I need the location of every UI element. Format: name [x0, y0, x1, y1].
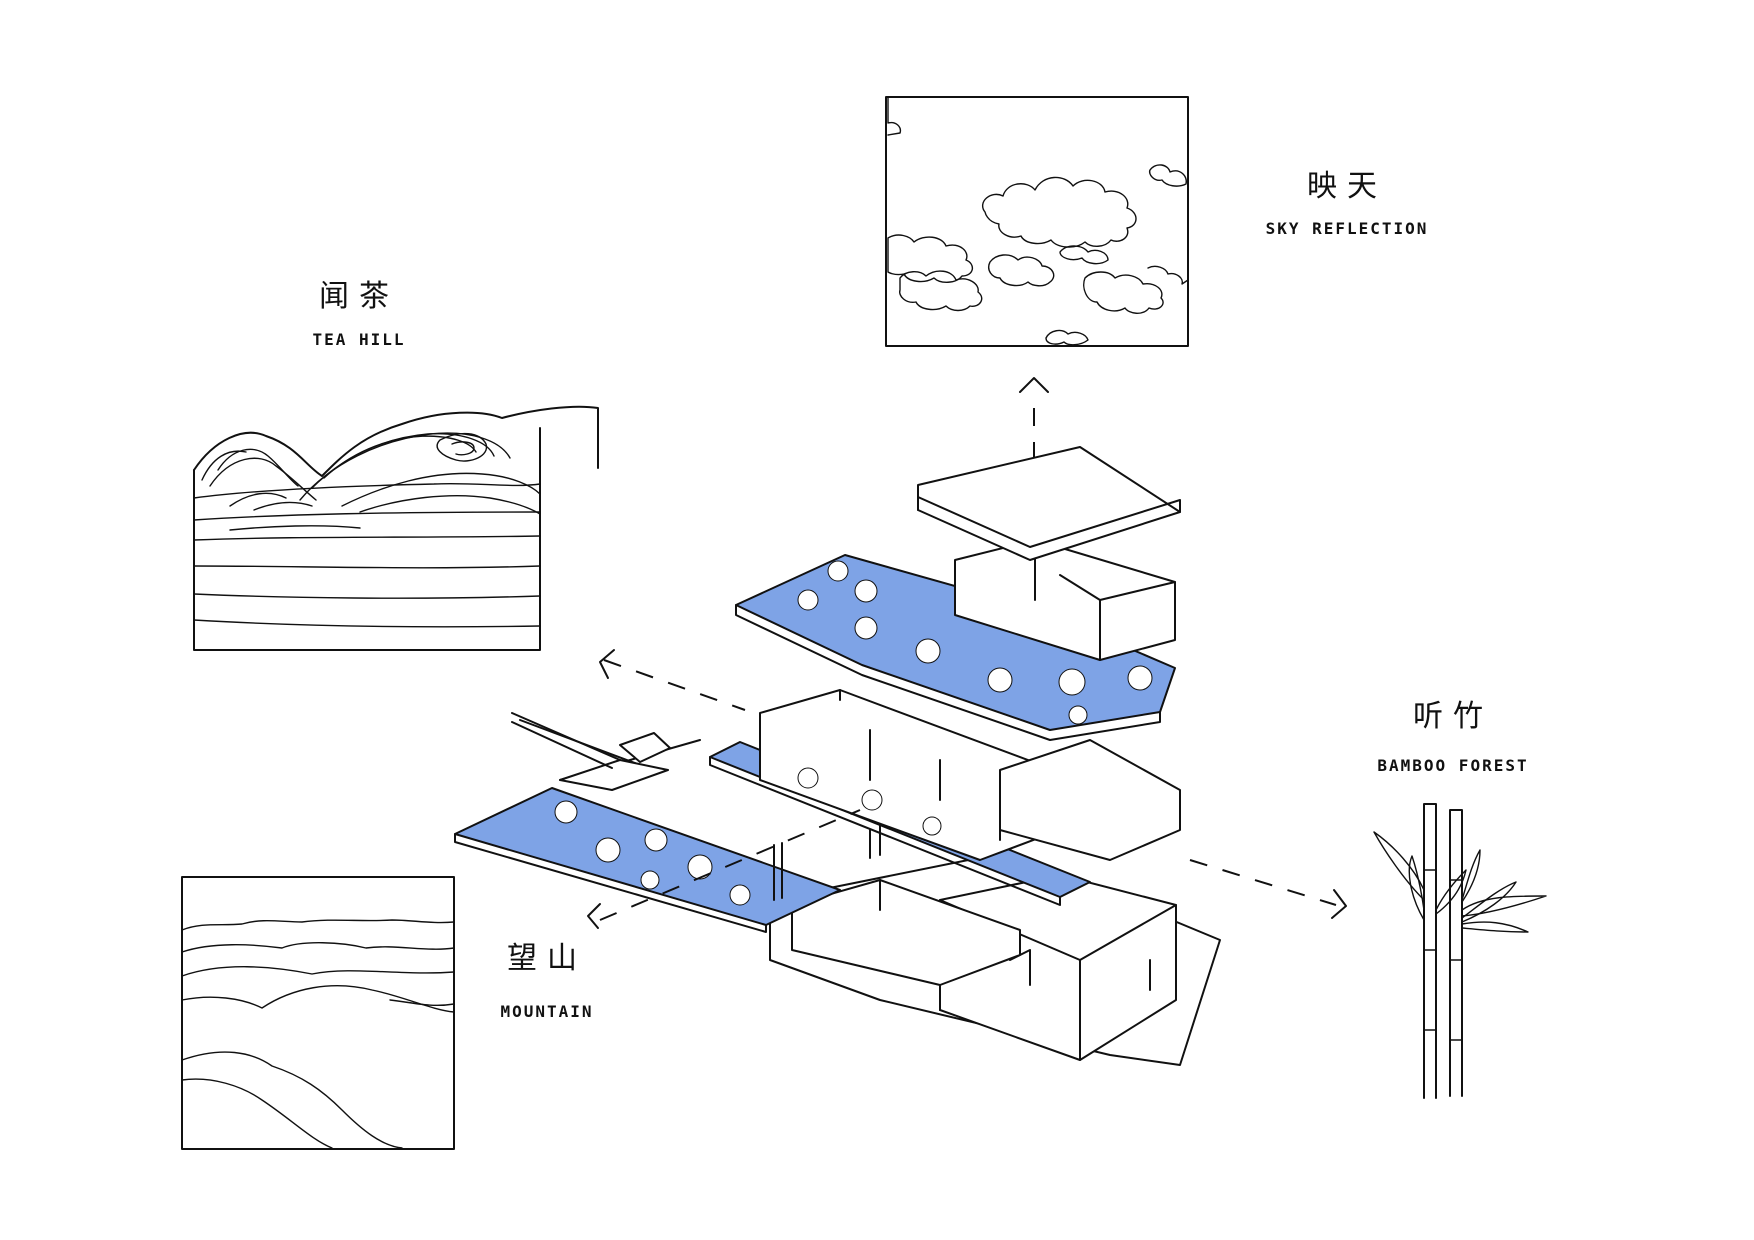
- tea-hill-sketch: [193, 405, 599, 651]
- mountain-sketch: [181, 876, 455, 1150]
- bamboo-sketch: [1373, 803, 1547, 1099]
- bamboo-axis-dashed-line: [1189, 859, 1337, 906]
- mountain-label-en: MOUNTAIN: [500, 1002, 594, 1021]
- sky-label-en: SKY REFLECTION: [1265, 219, 1429, 238]
- tea-label-en: TEA HILL: [312, 330, 406, 349]
- bamboo-arrowhead-icon: [1331, 889, 1347, 919]
- tea-axis-dashed-line: [603, 659, 746, 711]
- mountain-label-cn: 望山: [507, 941, 587, 976]
- bamboo-label-cn: 听竹: [1413, 699, 1493, 734]
- mountain-axis-dashed-line: [599, 809, 861, 921]
- sky-reflection-sketch: [885, 96, 1189, 347]
- mountain-arrowhead-icon: [587, 903, 601, 929]
- pool-clouds: [554, 560, 1153, 906]
- bamboo-label-en: BAMBOO FOREST: [1377, 756, 1529, 775]
- sky-arrowhead-icon: [1019, 377, 1049, 393]
- sky-label-cn: 映天: [1307, 169, 1387, 204]
- tea-arrowhead-icon: [599, 649, 615, 679]
- tea-label-cn: 闻茶: [319, 279, 399, 314]
